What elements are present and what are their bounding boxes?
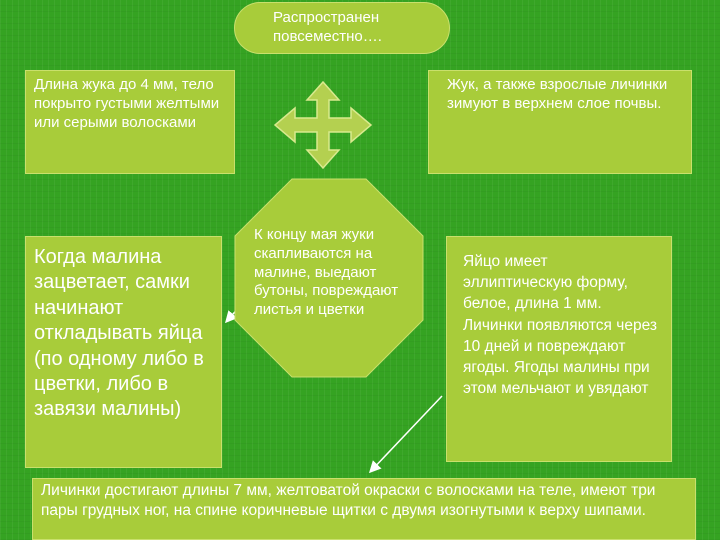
bottom-box: Личинки достигают длины 7 мм, желтоватой…: [32, 478, 696, 540]
middle-right-text: Яйцо имеет эллиптическую форму, белое, д…: [463, 253, 657, 398]
title-text: Распространен повсеместно….: [273, 9, 382, 45]
octagon-shape: [234, 178, 424, 378]
top-right-text: Жук, а также взрослые личинки зимуют в в…: [447, 76, 668, 112]
top-left-text: Длина жука до 4 мм, тело покрыто густыми…: [34, 76, 220, 131]
four-way-arrow-icon: [273, 80, 373, 170]
top-left-box: Длина жука до 4 мм, тело покрыто густыми…: [25, 70, 235, 174]
center-octagon: К концу мая жуки скапливаются на малине,…: [234, 178, 424, 378]
arrow-to-bottom-box: [368, 395, 443, 474]
middle-left-box: Когда малина зацветает, самки начинают о…: [25, 236, 222, 468]
center-octagon-text: К концу мая жуки скапливаются на малине,…: [254, 226, 399, 318]
title-box: Распространен повсеместно….: [234, 2, 450, 54]
middle-right-box: Яйцо имеет эллиптическую форму, белое, д…: [446, 236, 672, 462]
top-right-box: Жук, а также взрослые личинки зимуют в в…: [428, 70, 692, 174]
middle-left-text: Когда малина зацветает, самки начинают о…: [34, 246, 204, 421]
bottom-text: Личинки достигают длины 7 мм, желтоватой…: [41, 482, 656, 520]
